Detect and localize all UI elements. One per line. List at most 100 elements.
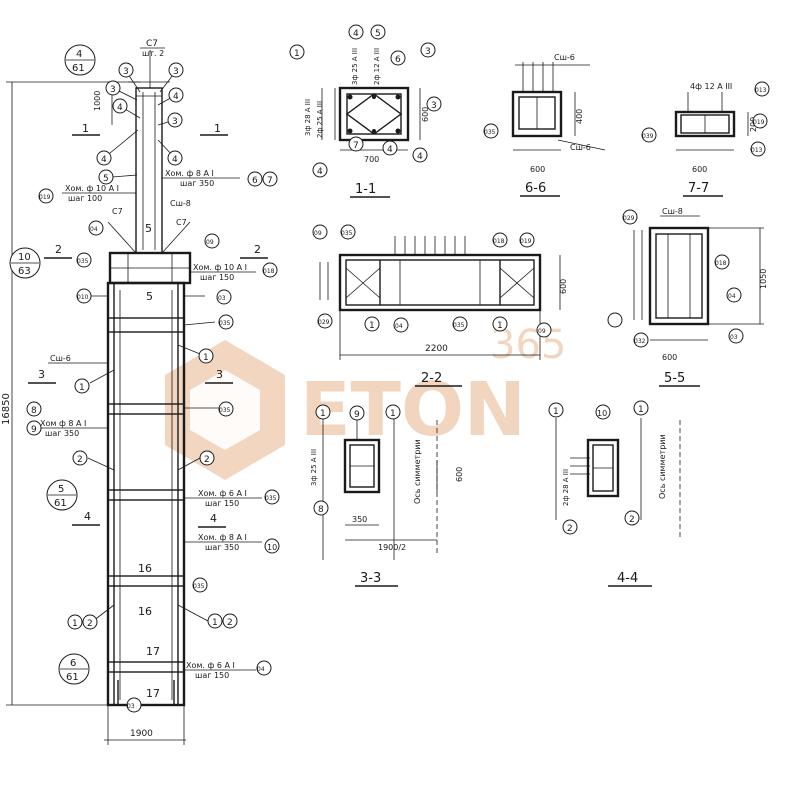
svg-text:7: 7 — [267, 176, 273, 186]
section-3-3: 3ф 25 А III 350 1900/2 600 Ось симметрии… — [310, 412, 464, 587]
s55-height: 1050 — [759, 269, 768, 289]
bubble: 4 — [412, 147, 428, 163]
svg-text:61: 61 — [54, 498, 67, 509]
svg-text:4: 4 — [117, 103, 123, 113]
bubble: 029 — [622, 209, 638, 225]
svg-text:2: 2 — [227, 618, 233, 628]
bubble: 019 — [38, 188, 54, 204]
bubble: 3 — [105, 80, 121, 96]
bubble: 4 — [382, 140, 398, 156]
section-1-1-bubbles: 1 4 5 6 3 3 7 4 4 4 — [289, 24, 442, 178]
svg-text:010: 010 — [77, 294, 89, 301]
bubble: 2 — [72, 450, 88, 466]
bubble: 04 — [726, 287, 742, 303]
svg-text:6: 6 — [252, 176, 258, 186]
bubble: 1 — [315, 404, 331, 420]
svg-text:61: 61 — [66, 672, 79, 683]
section-mark-4-left: 4 — [84, 510, 91, 523]
svg-text:9: 9 — [31, 425, 37, 435]
label-shag-150-a: шаг 150 — [200, 273, 234, 282]
section-5-5-bubbles: 029 018 04 032 03 — [607, 209, 744, 348]
s11-bar4: 2ф 12 А III — [373, 48, 381, 85]
s66-width: 600 — [530, 165, 545, 174]
svg-text:3: 3 — [431, 101, 437, 111]
bubble: 035 — [218, 401, 234, 417]
s77-bar: 4ф 12 А III — [690, 82, 732, 91]
section-2-2: 2200 600 2-2 — [319, 236, 568, 387]
svg-text:4: 4 — [172, 155, 178, 165]
svg-text:4: 4 — [101, 155, 107, 165]
svg-text:035: 035 — [265, 495, 277, 502]
bubble: 035 — [483, 123, 499, 139]
bubble: 4 — [96, 150, 112, 166]
bubble: 035 — [340, 224, 356, 240]
svg-text:035: 035 — [77, 258, 89, 265]
s22-width: 2200 — [425, 344, 448, 354]
mark-5-shaft: 5 — [146, 290, 153, 303]
bubble: 04 — [393, 317, 409, 333]
sheet-ref: 4 61 — [64, 44, 96, 76]
label-xom-6-b: Хом. ф 6 А I — [186, 661, 235, 670]
s66-title: 6-6 — [525, 181, 546, 196]
section-4-4-bubbles: 1 10 1 2 2 — [548, 400, 649, 535]
s33-height: 600 — [455, 467, 464, 482]
bubble: 010 — [76, 288, 92, 304]
bubble: 04 — [256, 660, 272, 676]
svg-text:4: 4 — [387, 145, 393, 155]
bubble: 029 — [317, 313, 333, 329]
section-mark-2-right: 2 — [254, 243, 261, 256]
bubble: 8 — [26, 401, 42, 417]
svg-text:019: 019 — [520, 238, 532, 245]
svg-text:04: 04 — [395, 323, 403, 330]
bubble: 1 — [67, 614, 83, 630]
s33-width2: 1900/2 — [378, 543, 406, 552]
bubble: 1 — [74, 378, 90, 394]
bubble: 039 — [641, 127, 657, 143]
bubble: 4 — [348, 24, 364, 40]
bubble: 013 — [754, 81, 770, 97]
column-bubbles: 3 3 3 4 4 3 4 4 5 6 7 019 04 09 035 018 … — [26, 62, 280, 713]
label-c7-top: С7 — [146, 39, 158, 49]
svg-text:1: 1 — [294, 49, 300, 59]
s11-bar2: 2ф 25 А III — [316, 101, 324, 138]
bubble: 9 — [349, 405, 365, 421]
label-shag-350-top: шаг 350 — [180, 179, 214, 188]
bubble: 2 — [82, 614, 98, 630]
bubble: 035 — [264, 489, 280, 505]
mark-5-top: 5 — [145, 222, 152, 235]
dim-1000: 1000 — [93, 91, 102, 111]
bubble: 035 — [192, 577, 208, 593]
svg-text:029: 029 — [318, 319, 330, 326]
svg-text:018: 018 — [493, 238, 505, 245]
svg-text:63: 63 — [18, 266, 31, 277]
section-4-4: 2ф 28 А III Ось симметрии 4-4 — [555, 418, 681, 587]
svg-text:5: 5 — [58, 484, 64, 495]
svg-text:2: 2 — [204, 455, 210, 465]
bubble: 10 — [595, 404, 611, 420]
svg-text:04: 04 — [90, 226, 98, 233]
svg-text:3: 3 — [123, 67, 129, 77]
s66-sh2: Сш-6 — [570, 143, 591, 152]
svg-text:1: 1 — [203, 353, 209, 363]
svg-text:03: 03 — [218, 295, 226, 302]
svg-text:04: 04 — [728, 293, 736, 300]
bubble: 7 — [348, 136, 364, 152]
dim-1900: 1900 — [130, 729, 153, 739]
sheet-ref: 5 61 — [46, 479, 78, 511]
label-shag-150-c: шаг 150 — [195, 671, 229, 680]
svg-text:5: 5 — [103, 174, 109, 184]
bubble: 2 — [624, 510, 640, 526]
svg-text:5: 5 — [375, 29, 381, 39]
s33-width: 350 — [352, 515, 367, 524]
section-2-2-bubbles: 09 035 018 019 029 1 04 035 1 09 — [312, 224, 552, 338]
bubble: 1 — [198, 348, 214, 364]
svg-text:10: 10 — [267, 543, 277, 552]
svg-text:2: 2 — [87, 619, 93, 629]
bubble: 09 — [536, 322, 552, 338]
s44-title: 4-4 — [617, 571, 638, 586]
svg-text:1: 1 — [212, 618, 218, 628]
label-shag-150-b: шаг 150 — [205, 499, 239, 508]
svg-text:032: 032 — [634, 338, 646, 345]
bubble: 1 — [385, 404, 401, 420]
svg-text:029: 029 — [623, 215, 635, 222]
